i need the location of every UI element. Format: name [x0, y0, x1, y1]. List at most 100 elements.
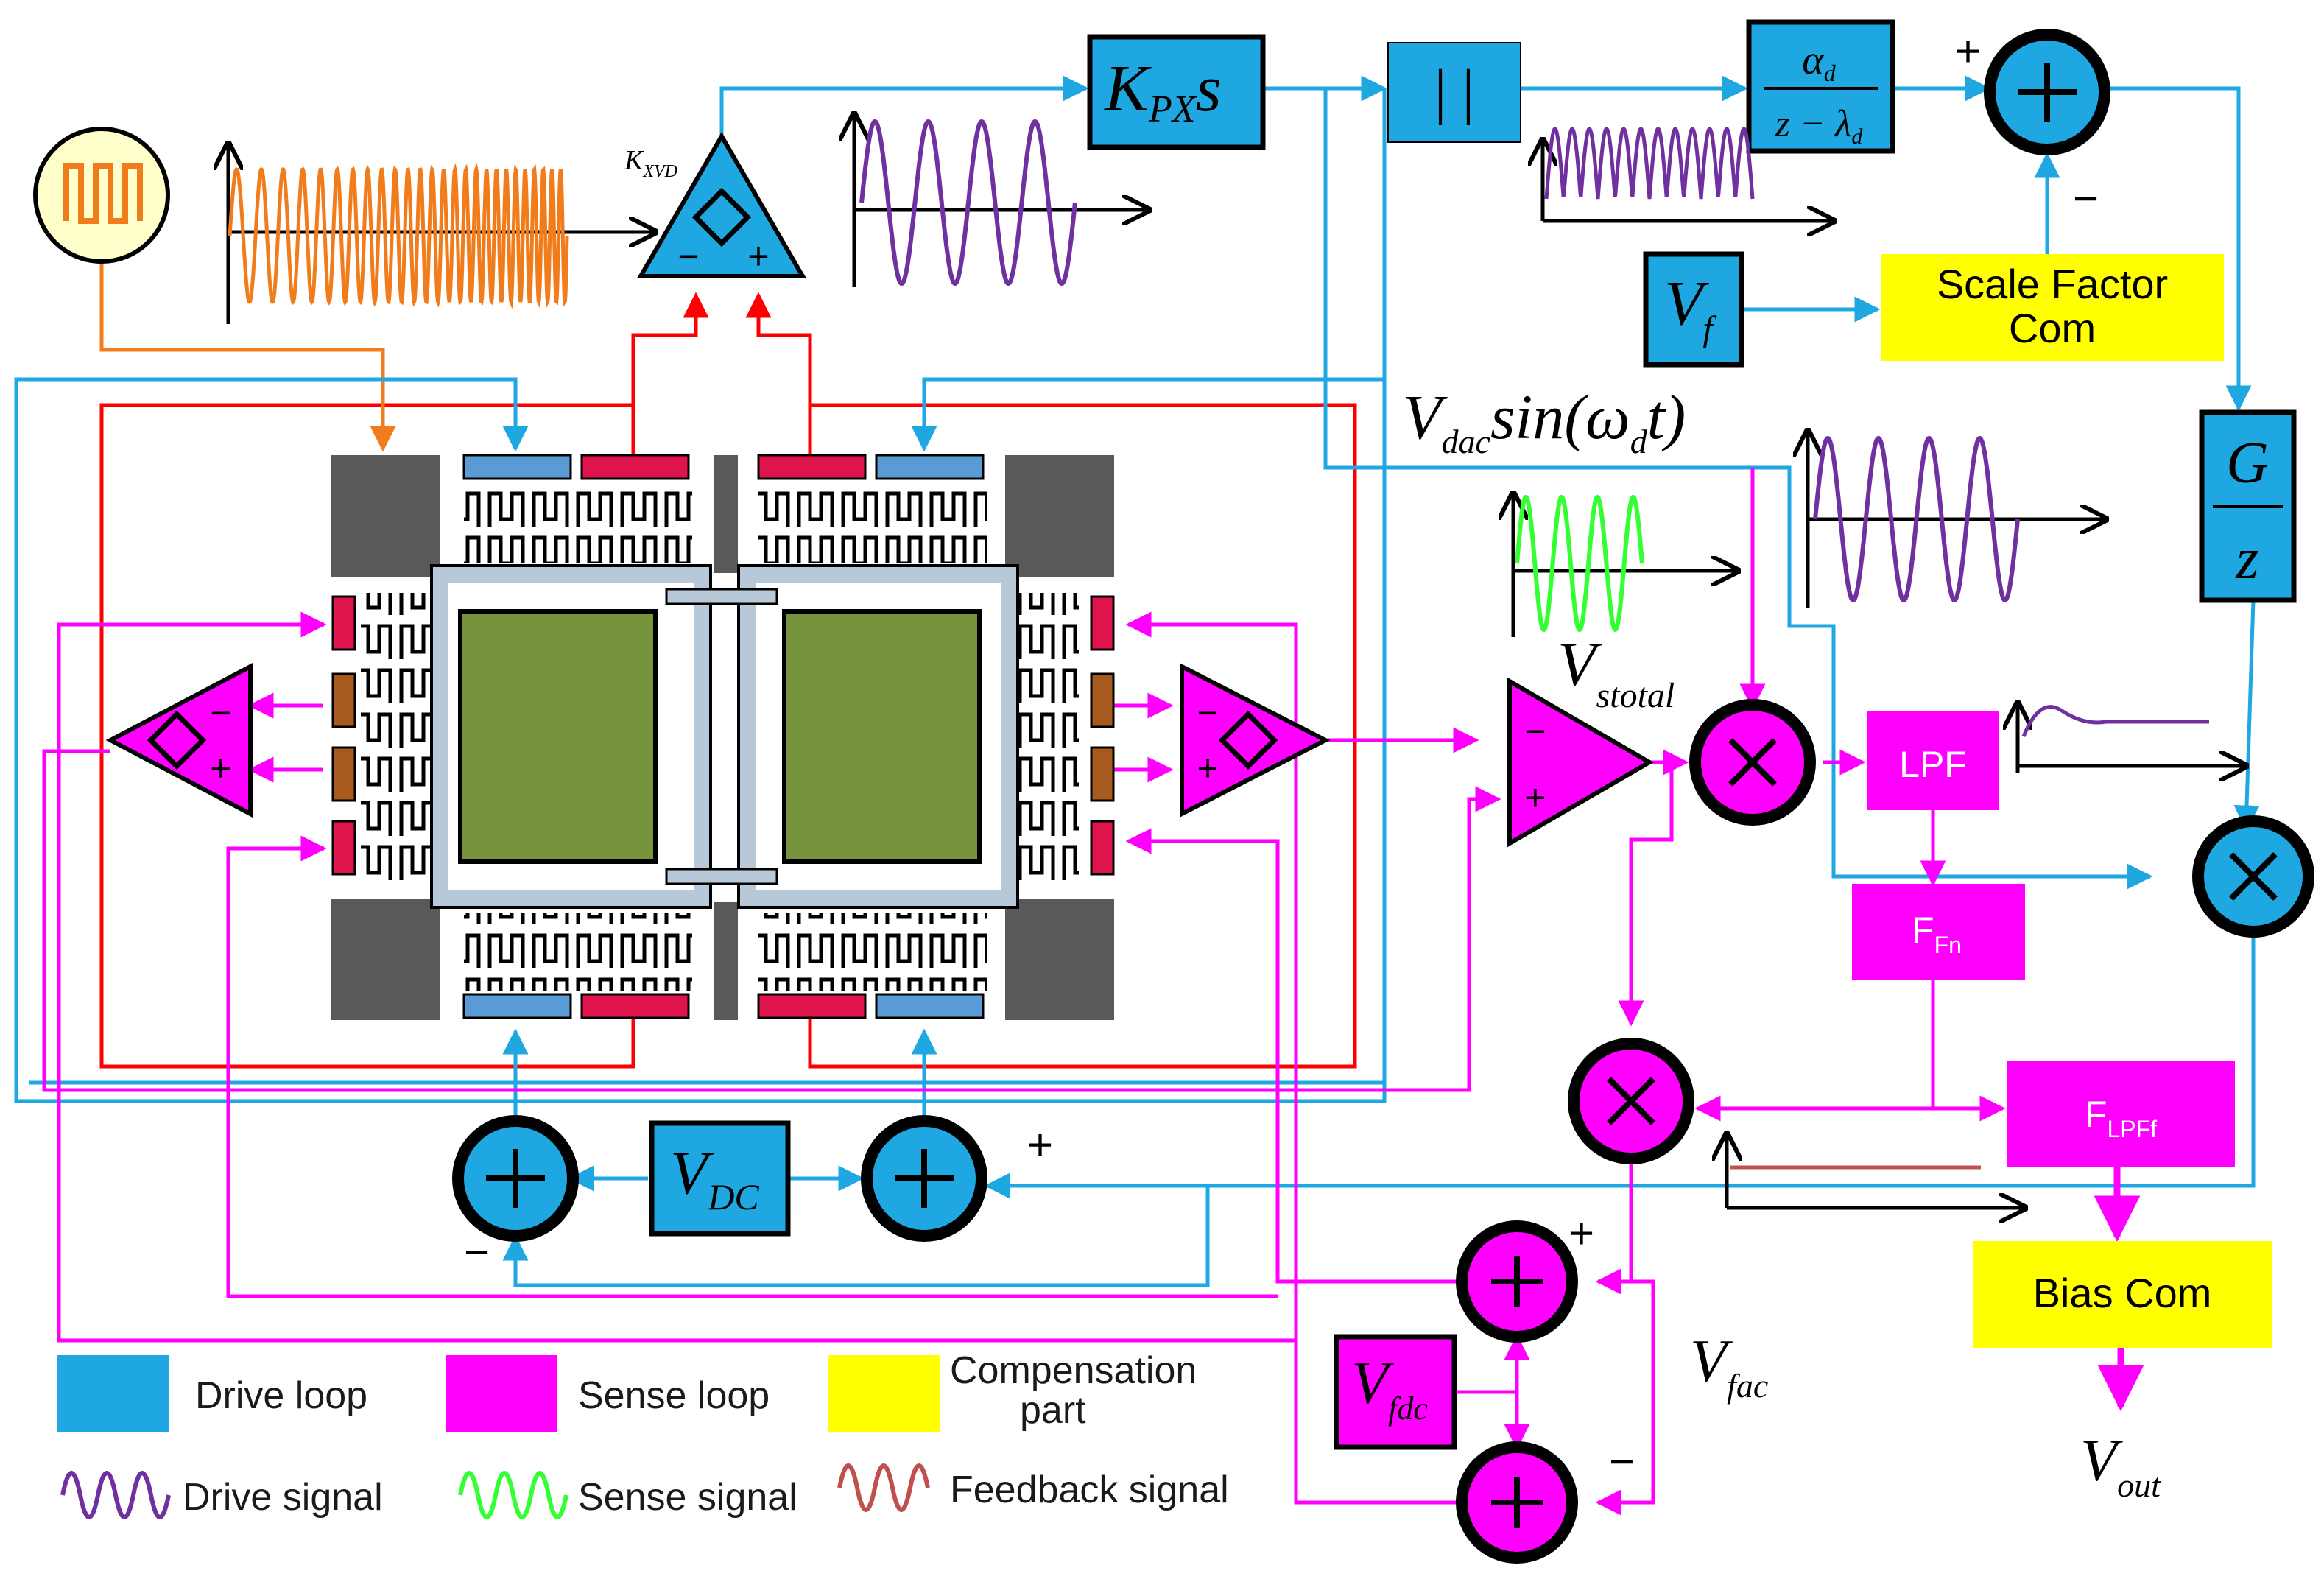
- vfdc-block: Vfdc: [1334, 1334, 1457, 1450]
- chirp-plot: [228, 144, 569, 324]
- center-post-top: [714, 455, 738, 573]
- plot-sense: [1513, 493, 1738, 637]
- anchor-bottom-left: [331, 899, 440, 1020]
- center-post-bottom: [714, 902, 738, 1020]
- sense-electrode-tl: [580, 454, 690, 480]
- comb-top-left: [464, 486, 692, 563]
- minus-sign: −: [464, 1227, 490, 1276]
- sum-amp-vstotal: − +: [1507, 677, 1654, 848]
- abs-block: | |: [1387, 42, 1521, 143]
- flpff-block: FLPFf: [2007, 1061, 2235, 1167]
- comb-bottom-left: [464, 913, 692, 991]
- legend-compensation-line1: Compensation: [950, 1349, 1197, 1392]
- abs-text: | |: [1434, 57, 1475, 126]
- anchor-top-left: [331, 455, 440, 577]
- filter-numerator: αd: [1802, 38, 1836, 86]
- comb-bottom-right: [758, 913, 987, 991]
- sum-mag-top: [1456, 1220, 1578, 1343]
- kxvd-label: KXVD: [624, 145, 677, 181]
- legend-drive-signal: Drive signal: [183, 1476, 383, 1519]
- comb-right: [1009, 593, 1079, 880]
- vout-label: Vout: [2080, 1427, 2161, 1504]
- diff-amp-right: − +: [1180, 663, 1331, 818]
- minus-sign: −: [677, 236, 699, 277]
- kpx-block: KPXs: [1087, 34, 1266, 150]
- scale-factor-line1: Scale Factor: [1937, 261, 2168, 307]
- legend-drive-loop: Drive loop: [195, 1374, 367, 1417]
- drive-electrode-tl: [462, 454, 572, 480]
- sense-electrode-tr: [757, 454, 867, 480]
- sense-electrode-bl: [580, 993, 690, 1019]
- frame-right-outline: [737, 564, 1019, 909]
- coupling-bar-bottom: [665, 868, 778, 885]
- ffn-text: FFn: [1912, 910, 1962, 958]
- legend-swatch-sense-loop: [446, 1355, 557, 1432]
- minus-sign: −: [1524, 711, 1546, 752]
- filter-denominator: z − λd: [1775, 103, 1864, 149]
- multiplier-mag-top: [1689, 699, 1816, 826]
- legend-compensation-line2: part: [1020, 1389, 1086, 1432]
- lpf-text: LPF: [1899, 744, 1967, 785]
- sense-electrode-br: [757, 993, 867, 1019]
- legend-feedback-signal: Feedback signal: [950, 1469, 1229, 1511]
- flpff-text: FLPFf: [2085, 1094, 2157, 1142]
- frame-left: [432, 566, 710, 907]
- vfac-label: Vfac: [1690, 1327, 1768, 1405]
- legend-swatch-drive-loop: [57, 1355, 169, 1432]
- scale-factor-block: Scale Factor Com: [1881, 254, 2224, 361]
- vf-block: Vf: [1643, 251, 1744, 368]
- gz-numerator: G: [2226, 431, 2269, 496]
- legend-drive-signal-icon: [60, 1471, 171, 1519]
- minus-sign: −: [2073, 174, 2099, 223]
- sense-loop-wires: [42, 468, 2144, 1516]
- bias-com-block: Bias Com: [1973, 1241, 2272, 1348]
- kpx-text: KPXs: [1103, 52, 1222, 130]
- plus-sign: +: [1027, 1120, 1053, 1170]
- brown-electrode-right-1: [1090, 672, 1115, 728]
- gz-block: G z: [2199, 409, 2297, 603]
- drive-electrode-tr: [875, 454, 985, 480]
- scale-factor-line2: Com: [2009, 305, 2096, 351]
- plot-abs: [1543, 127, 1834, 221]
- vdc-text: VDC: [670, 1139, 759, 1217]
- sum-drive-left: [452, 1115, 579, 1242]
- anchor-top-right: [1005, 455, 1114, 577]
- ffn-block: FFn: [1852, 884, 2025, 980]
- legend-sense-signal-icon: [458, 1471, 568, 1519]
- anchor-bottom-right: [1005, 899, 1114, 1020]
- mems-gyroscope: [331, 454, 1115, 1020]
- lpf-block: LPF: [1867, 711, 1999, 810]
- plus-sign: +: [210, 748, 231, 789]
- plot-lpf-out: [2018, 703, 2246, 773]
- sum-top-right: [1984, 29, 2110, 155]
- feedback-wires: [99, 292, 1357, 1069]
- sum-mag-bottom: [1456, 1441, 1578, 1564]
- plot-feedback: [1727, 1134, 2025, 1208]
- kxvd-amp: − + KXVD: [624, 132, 807, 278]
- oscillator-source: [33, 127, 170, 264]
- plus-sign: +: [1197, 748, 1218, 789]
- legend-swatch-compensation: [828, 1355, 940, 1432]
- plus-sign: +: [1524, 777, 1546, 818]
- legend: Drive loop Sense loop Compensation part …: [57, 1349, 1229, 1519]
- drive-electrode-br: [875, 993, 985, 1019]
- sense-electrode-left-1: [331, 595, 356, 651]
- plot-drive-top: [854, 114, 1149, 287]
- vstotal-label: Vstotal: [1557, 628, 1675, 715]
- minus-sign: −: [210, 692, 231, 734]
- sense-electrode-left-2: [331, 820, 356, 876]
- proof-mass-right: [782, 609, 982, 864]
- plot-drive-mid: [1808, 431, 2106, 608]
- frame-right: [739, 566, 1017, 907]
- sum-drive-right: [861, 1115, 987, 1242]
- bias-com-text: Bias Com: [2033, 1270, 2212, 1316]
- legend-sense-signal: Sense signal: [578, 1476, 797, 1519]
- comb-top-right: [758, 486, 987, 563]
- plus-sign: +: [1568, 1209, 1594, 1258]
- vdc-block: VDC: [649, 1120, 791, 1237]
- legend-sense-loop: Sense loop: [578, 1374, 770, 1417]
- filter-block: αd z − λd: [1746, 19, 1895, 154]
- proof-mass-left: [458, 609, 658, 864]
- brown-electrode-left-1: [331, 672, 356, 728]
